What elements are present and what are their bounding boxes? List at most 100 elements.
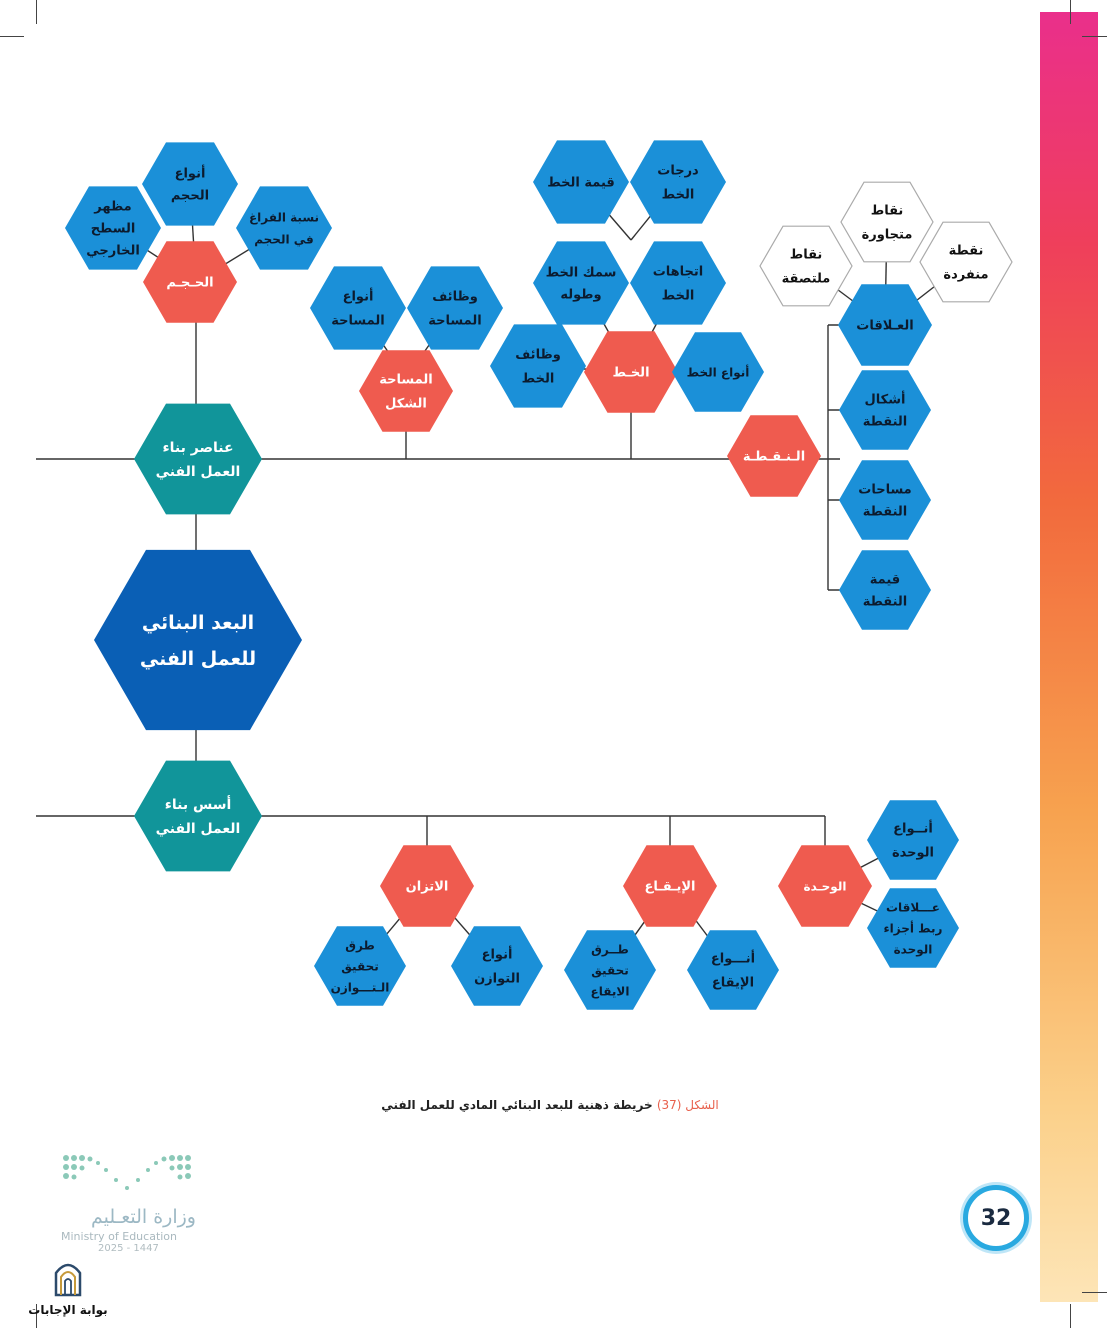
line-types-node-shape [672,332,764,412]
point-relations-node-label: العـلاقات [856,319,913,334]
balance-node-shape [380,845,474,927]
point-shapes-node: أشكال النقطة [839,370,931,450]
point-value-node: قيمة النقطة [839,550,931,630]
line-node-label: الخـط [612,366,649,381]
point-shapes-node-shape [839,370,931,450]
ministry-logo: وزارة التعـليم Ministry of Education 202… [58,1150,208,1254]
volume-surface-node-label: السطح [91,222,136,237]
line-value-node-label: قيمة الخط [547,176,615,191]
main-node-label: للعمل الفني [140,648,256,670]
crop-mark [36,0,37,24]
points-adjacent-node-shape [840,181,934,263]
volume-surface-node-label: مظهر [93,200,131,215]
volume-surface-node-shape [65,186,161,270]
line-types-node-label: أنواع الخط [687,364,750,380]
volume-types-node-label: أنواع [175,165,206,182]
line-directions-node-label: الخط [662,289,695,304]
main-node-shape [94,549,302,731]
point-areas-node-label: مساحات [858,483,911,498]
point-single-node-label: منفردة [943,268,988,283]
line-degrees-node-label: درجات [657,164,699,179]
caption-figure-number: الشكل (37) [656,1098,719,1112]
balance-types-node-label: التوازن [474,972,520,987]
decorative-gradient-strip [1040,12,1098,1302]
volume-node: الحـجـم [143,241,237,323]
points-adjacent-node-label: نقاط [871,204,904,219]
watermark-text: بوابة الإجابات [28,1303,108,1317]
elements-branch-node-label: عناصر بناء [162,440,233,456]
elements-branch-node-shape [134,403,262,515]
rhythm-methods-node-label: طــرق [591,942,629,956]
line-functions-node-label: وظائف [515,348,561,363]
volume-node-label: الحـجـم [166,276,213,291]
unity-relations-node-label: عـــلاقات [886,900,940,914]
points-adjacent-node-label: متجاورة [862,228,913,243]
area-functions-node-label: وظائف [432,290,478,305]
line-value-node: قيمة الخط [533,140,629,224]
mosque-logo-icon [54,1263,82,1297]
line-types-node: أنواع الخط [672,332,764,412]
unity-relations-node-shape [867,888,959,968]
area-types-node-label: أنواع [343,288,374,305]
crop-mark [1082,36,1107,37]
page-number: 32 [963,1185,1029,1251]
points-attached-node-label: ملتصقة [782,272,831,287]
points-attached-node-shape [759,225,853,307]
point-node: الـنـقـطـة [727,415,821,497]
line-directions-node: اتجاهات الخط [630,241,726,325]
elements-branch-node-label: العمل الفني [156,464,241,480]
rhythm-types-node-shape [687,930,779,1010]
volume-void-node-shape [236,186,332,270]
watermark: بوابة الإجابات [28,1255,108,1317]
unity-node-label: الوحـدة [804,879,847,894]
area-shape-node-label: المساحة [379,373,432,388]
crop-mark [1070,0,1071,24]
balance-node-label: الاتزان [406,880,449,895]
line-directions-node-label: اتجاهات [653,265,704,280]
volume-void-node-label: في الحجم [254,232,314,246]
line-degrees-node-shape [630,140,726,224]
unity-node-shape [778,845,872,927]
point-shapes-node-label: النقطة [863,415,908,430]
rhythm-methods-node-shape [564,930,656,1010]
area-functions-node-shape [407,266,503,350]
balance-node: الاتزان [380,845,474,927]
point-relations-node-shape [838,284,932,366]
foundations-branch-node-shape [134,760,262,872]
line-node-shape [584,331,678,413]
line-thickness-node-label: وطوله [560,288,601,303]
point-value-node-label: النقطة [863,595,908,610]
point-single-node-label: نقطة [949,244,984,259]
line-functions-node-label: الخط [522,372,555,387]
line-value-node-shape [533,140,629,224]
point-value-node-shape [839,550,931,630]
unity-types-node-label: أنــواع [893,820,933,837]
point-value-node-label: قيمة [870,573,900,588]
ministry-arabic-name: وزارة التعـليم [90,1206,196,1228]
line-thickness-node-shape [533,241,629,325]
line-node: الخـط [584,331,678,413]
point-node-shape [727,415,821,497]
area-functions-node-label: المساحة [428,314,481,329]
balance-methods-node-label: تحقيق [341,959,379,973]
point-single-node-shape [919,221,1013,303]
rhythm-methods-node-label: الايقاع [591,984,630,998]
volume-node-shape [143,241,237,323]
line-functions-node-shape [490,324,586,408]
rhythm-methods-node-label: تحقيق [591,963,629,977]
points-attached-node: نقاط ملتصقة [759,225,853,307]
unity-types-node-shape [867,800,959,880]
figure-caption: الشكل (37) خريطة ذهنية للبعد البنائي الم… [360,1098,740,1112]
points-attached-node-label: نقاط [790,248,823,263]
point-shapes-node-label: أشكال [865,391,906,408]
area-shape-node-shape [359,350,453,432]
balance-methods-node-label: طرق [345,938,375,952]
